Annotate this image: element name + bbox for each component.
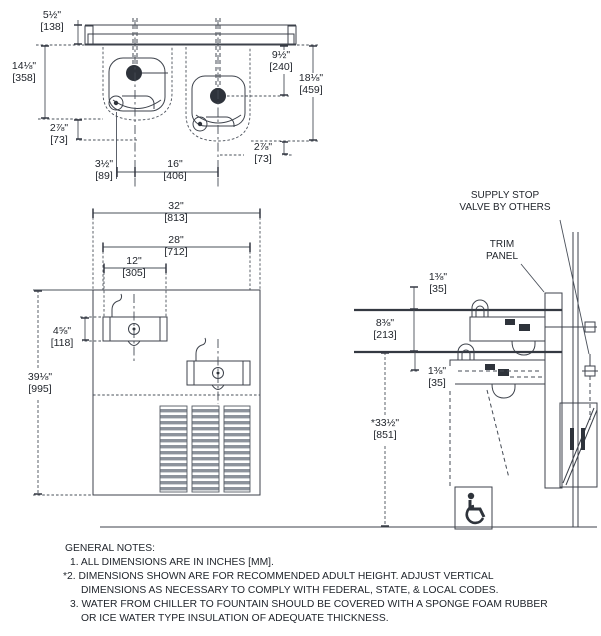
plan-view — [36, 18, 320, 188]
dim-plan-basin-spacing: 16" [406] — [163, 158, 187, 182]
dim-plan-right-basin-lip: 2⅞" [73] — [244, 141, 282, 166]
dim-plan-left-basin-depth: 14⅛" [358] — [4, 60, 44, 85]
lower-fountain-profile — [354, 343, 562, 487]
right-fountain-front — [186, 337, 251, 404]
dim-side-ada-rim-height: *33½" [851] — [362, 417, 408, 442]
note-line: *2. DIMENSIONS SHOWN ARE FOR RECOMMENDED… — [63, 571, 494, 582]
wall-line — [572, 232, 579, 527]
side-view — [354, 219, 598, 530]
dim-side-rim-spacing: 8⅜" [213] — [364, 317, 406, 342]
dim-front-bowl-spread: 28" [712] — [164, 234, 188, 258]
front-view — [33, 208, 261, 496]
general-notes: GENERAL NOTES: 1. ALL DIMENSIONS ARE IN … — [63, 542, 593, 626]
dim-plan-right-basin-depth: 18⅛" [459] — [289, 72, 333, 97]
dim-front-cabinet-height: 39⅛" [995] — [18, 371, 62, 396]
trim-panel-leader — [520, 263, 545, 293]
drain-cabinet — [559, 402, 598, 488]
dim-side-lower-rim-offset: 1⅜" [35] — [419, 365, 455, 390]
dim-plan-right-drain-depth: 9½" [240] — [259, 49, 303, 74]
note-line: DIMENSIONS AS NECESSARY TO COMPLY WITH F… — [81, 585, 499, 596]
note-line: OR ICE WATER TYPE INSULATION OF ADEQUATE… — [81, 613, 389, 624]
accessibility-icon — [454, 486, 493, 530]
dim-front-overall-width: 32" [813] — [164, 200, 188, 224]
dim-plan-apron: 5½" [138] — [30, 9, 74, 34]
left-fountain-front — [102, 293, 168, 362]
cabinet-outline — [92, 289, 261, 496]
plan-dimension-lines — [36, 20, 320, 179]
right-basin-plan — [185, 20, 251, 188]
dim-front-fountain-width: 12" [305] — [122, 255, 146, 279]
notes-heading: GENERAL NOTES: — [65, 543, 156, 554]
trim-panel — [544, 292, 563, 489]
left-basin-plan — [102, 20, 173, 188]
deck-top — [84, 18, 297, 92]
note-line: 3. WATER FROM CHILLER TO FOUNTAIN SHOULD… — [70, 599, 548, 610]
trim-panel-callout: TRIM PANEL — [485, 239, 519, 262]
upper-fountain-profile — [354, 299, 597, 356]
note-line: 1. ALL DIMENSIONS ARE IN INCHES [MM]. — [70, 557, 274, 568]
dim-plan-left-basin-lip: 2⅞" [73] — [42, 122, 76, 147]
supply-stop-callout: SUPPLY STOP VALVE BY OTHERS — [459, 190, 551, 213]
supply-stop-valve — [559, 219, 598, 420]
side-dimension-lines — [381, 286, 437, 527]
front-dimension-lines — [33, 208, 261, 496]
dim-plan-bubbler-offset: 3½" [89] — [94, 158, 114, 182]
dim-side-upper-rim-offset: 1⅜" [35] — [420, 271, 456, 296]
dim-front-receptor-height: 4⅝" [118] — [42, 325, 82, 350]
louver-grille — [159, 405, 251, 493]
